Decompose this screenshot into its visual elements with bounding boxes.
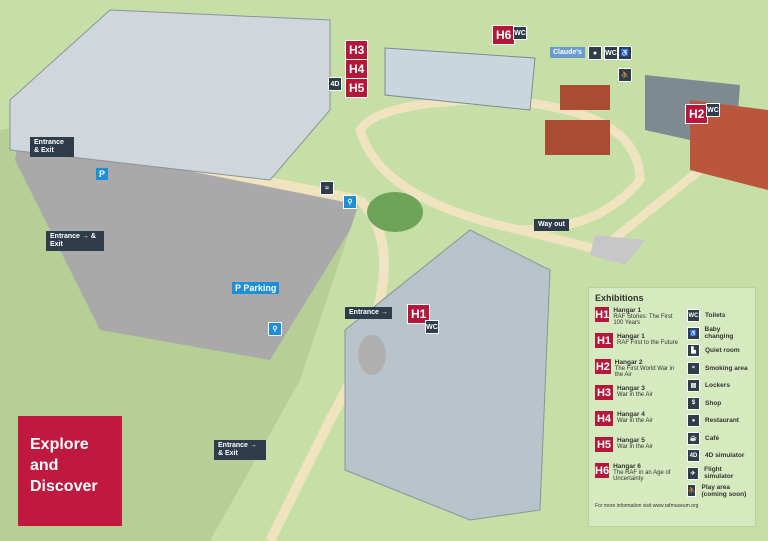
banner-line-3: Discover — [30, 478, 98, 495]
hangar-tag: H2 — [595, 359, 611, 374]
toilets-icon: WC — [604, 46, 618, 60]
legend-facility-item: ✈ Flight simulator — [687, 465, 749, 483]
car-park — [15, 135, 360, 360]
legend-facility-item: ▤ Lockers — [687, 377, 749, 395]
legend-facility-item: WC Toilets — [687, 307, 749, 325]
hangar-name: Hangar 3 — [617, 385, 645, 392]
motorcycle-parking-icon: ⚲ — [268, 322, 282, 336]
smoking-area-icon: ≈ — [320, 181, 334, 195]
hangar-1-tag[interactable]: H1 — [407, 304, 431, 324]
entrance-exit-label-bottom[interactable]: Entrance → & Exit — [214, 440, 266, 460]
hangar-name: Hangar 1 — [617, 333, 645, 340]
hangar-4-tag[interactable]: H4 — [345, 59, 369, 79]
hangar-name: Hangar 1 — [613, 307, 642, 314]
hangar-desc: War in the Air — [617, 418, 653, 424]
hangar-1-building — [344, 229, 551, 521]
flight-simulator-icon: ✈ — [687, 466, 700, 480]
smoking-area-icon: ≈ — [687, 361, 700, 375]
hangar-name: Hangar 6 — [613, 463, 641, 470]
facility-label: Baby changing — [704, 326, 734, 341]
legend-facility-item: 4D 4D simulator — [687, 447, 749, 465]
parking-p: P — [235, 283, 241, 293]
hangar-6-tag[interactable]: H6 — [492, 25, 516, 45]
hangar-desc: The RAF in an Age of Uncertainty — [613, 470, 671, 482]
hangar-6-building — [384, 47, 536, 111]
facility-label: Lockers — [705, 382, 730, 390]
facility-label: Quiet room — [705, 347, 740, 355]
restaurant-icon: ● — [687, 414, 700, 428]
facility-label: Flight simulator — [704, 466, 734, 481]
hangar-3-4-5-building — [9, 9, 331, 181]
legend-facility-item: ♿ Baby changing — [687, 325, 749, 343]
lockers-icon: ▤ — [687, 379, 700, 393]
toilets-icon: WC — [513, 26, 527, 40]
parking-p-sign: P — [96, 168, 109, 180]
shop-icon: $ — [687, 396, 700, 410]
facility-label: Shop — [705, 399, 722, 407]
hangar-desc: War in the Air — [617, 392, 653, 398]
cafe-icon: ☕ — [687, 431, 700, 445]
hangar-tag: H4 — [595, 411, 613, 426]
baby-changing-icon: ♿ — [618, 46, 632, 60]
hangar-desc: War in the Air — [617, 444, 653, 450]
cycle-parking-icon: ⚲ — [343, 195, 357, 209]
facility-label: Smoking area — [705, 364, 748, 372]
legend-facility-item: ≈ Smoking area — [687, 360, 749, 378]
legend-footer: For more information visit www.rafmuseum… — [595, 502, 699, 509]
play-area-icon: ⛹ — [618, 68, 632, 82]
hangar-name: Hangar 4 — [617, 411, 645, 418]
facility-label: Play area (coming soon) — [701, 483, 747, 498]
entrance-exit-label-left[interactable]: Entrance → & Exit — [46, 231, 104, 251]
hangar-tag: H1 — [595, 333, 613, 348]
hangar-tag: H5 — [595, 437, 613, 452]
hangar-desc: RAF Stories: The First 100 Years — [613, 314, 673, 326]
legend-facility-item: ● Restaurant — [687, 412, 749, 430]
hangar-5-tag[interactable]: H5 — [345, 78, 369, 98]
4d-simulator-icon: 4D — [328, 77, 342, 91]
hangar-desc: The First World War in the Air — [614, 366, 675, 378]
parking-text: Parking — [243, 283, 277, 293]
legend-facility-item: ☕ Café — [687, 430, 749, 448]
explore-discover-banner: Explore and Discover — [18, 416, 122, 526]
toilets-icon: WC — [425, 320, 439, 334]
hangar-desc: RAF First to the Future — [617, 340, 679, 346]
hangar-3-tag[interactable]: H3 — [345, 40, 369, 60]
hangar-tag: H6 — [595, 463, 610, 478]
baby-changing-icon: ♿ — [687, 326, 700, 340]
parking-label: P Parking — [232, 282, 280, 294]
claudes-label[interactable]: Claude's — [550, 47, 585, 58]
toilets-icon: WC — [687, 309, 700, 323]
banner-line-1: Explore — [30, 436, 89, 453]
hangar-tag: H3 — [595, 385, 613, 400]
hangar-tag: H1 — [595, 307, 610, 322]
facility-label: Café — [705, 434, 720, 442]
entrance-exit-label-top[interactable]: Entrance & Exit — [30, 137, 74, 157]
facility-label: Restaurant — [705, 417, 739, 425]
hangar-2-tag[interactable]: H2 — [685, 104, 709, 124]
entrance-h1-label[interactable]: Entrance → — [345, 307, 392, 319]
4d-simulator-icon: 4D — [687, 449, 700, 463]
legend-facility-item: $ Shop — [687, 395, 749, 413]
hangar-name: Hangar 2 — [614, 359, 643, 366]
restaurant-icon: ● — [588, 46, 602, 60]
facility-label: Toilets — [705, 312, 726, 320]
way-out-label[interactable]: Way out — [534, 219, 569, 231]
toilets-icon: WC — [706, 103, 720, 117]
play-area-icon: ⛹ — [687, 484, 697, 498]
legend-facility-item: ⛹ Play area (coming soon) — [687, 482, 749, 500]
hangar-name: Hangar 5 — [617, 437, 645, 444]
facility-label: 4D simulator — [705, 452, 745, 460]
legend-facility-item: ▙ Quiet room — [687, 342, 749, 360]
banner-line-2: and — [30, 457, 59, 474]
quiet-room-icon: ▙ — [687, 344, 700, 358]
legend-title: Exhibitions — [595, 293, 644, 303]
